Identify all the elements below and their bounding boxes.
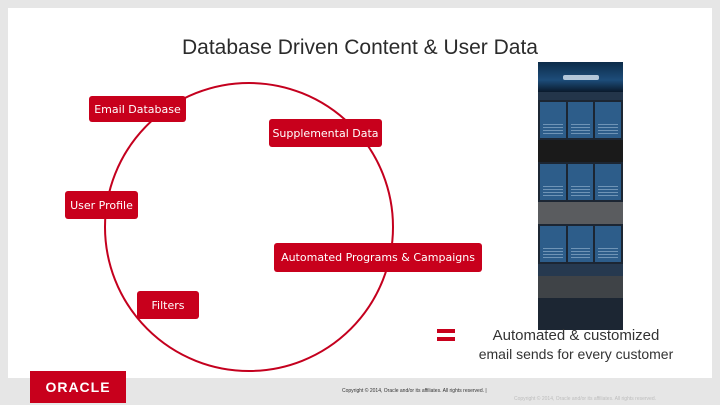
copyright-notice: Copyright © 2014, Oracle and/or its affi… [342, 388, 487, 394]
oracle-logo-text: ORACLE [45, 379, 111, 395]
pill-automated-programs: Automated Programs & Campaigns [274, 243, 482, 272]
pill-filters: Filters [137, 291, 199, 319]
cycle-ring [104, 82, 394, 372]
email-hero-image [538, 62, 623, 92]
pill-email-database: Email Database [89, 96, 186, 122]
result-line-2: email sends for every customer [478, 346, 674, 362]
pill-user-profile: User Profile [65, 191, 138, 219]
email-screenshot [538, 62, 623, 330]
result-line-1: Automated & customized [492, 327, 660, 344]
result-text: Automated & customized email sends for e… [460, 326, 692, 364]
equals-icon [437, 329, 455, 343]
copyright-notice-secondary: Copyright © 2014, Oracle and/or its affi… [514, 396, 656, 402]
slide: Database Driven Content & User Data Emai… [8, 8, 712, 378]
pill-supplemental-data: Supplemental Data [269, 119, 382, 147]
slide-title: Database Driven Content & User Data [181, 36, 538, 59]
oracle-logo: ORACLE [30, 371, 126, 403]
